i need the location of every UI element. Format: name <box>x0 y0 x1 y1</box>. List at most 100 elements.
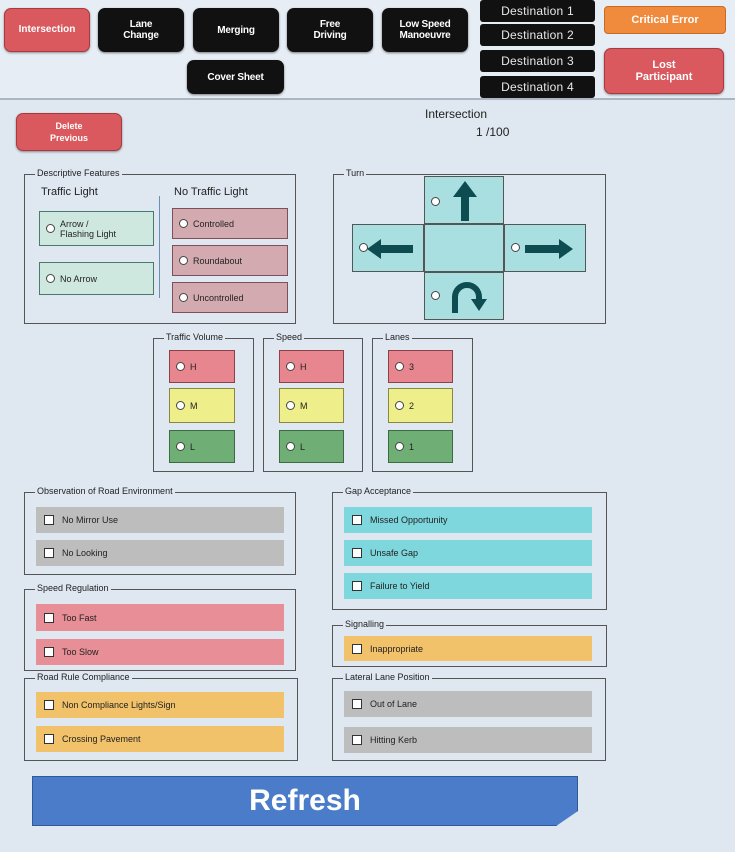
too-slow-checkbox-row[interactable]: Too Slow <box>36 639 284 665</box>
too-fast-checkbox[interactable] <box>44 612 54 623</box>
crossing-pavement-checkbox-row[interactable]: Crossing Pavement <box>36 726 284 752</box>
lanes-group: Lanes <box>372 332 473 472</box>
turn-title: Turn <box>344 168 367 178</box>
crossing-pavement-checkbox[interactable] <box>44 734 54 744</box>
roundabout-option[interactable]: Roundabout <box>172 245 288 276</box>
unsafe-gap-checkbox-row[interactable]: Unsafe Gap <box>344 540 592 566</box>
low-speed-manoeuvre-tab-button[interactable]: Low Speed Manoeuvre <box>382 8 468 52</box>
delete-previous-button[interactable]: Delete Previous <box>16 113 122 151</box>
lanes-2-label: 2 <box>409 400 415 411</box>
speed-h-option[interactable]: H <box>279 350 344 383</box>
speed-l-option[interactable]: L <box>279 430 344 463</box>
uncontrolled-option[interactable]: Uncontrolled <box>172 282 288 313</box>
speed-h-radio[interactable] <box>286 362 295 371</box>
destination-3-button[interactable]: Destination 3 <box>480 50 595 72</box>
traffic-volume-title: Traffic Volume <box>164 332 226 342</box>
turn-up-radio[interactable] <box>431 197 440 206</box>
cover-sheet-button[interactable]: Cover Sheet <box>187 60 284 94</box>
uncontrolled-radio[interactable] <box>179 293 188 302</box>
hitting-kerb-checkbox[interactable] <box>352 735 362 745</box>
u-turn-icon <box>452 282 487 313</box>
inappropriate-checkbox[interactable] <box>352 643 362 654</box>
traffic-volume-h-label: H <box>190 361 197 372</box>
merging-tab-label: Merging <box>217 24 255 36</box>
non-compliance-checkbox-row[interactable]: Non Compliance Lights/Sign <box>36 692 284 718</box>
roundabout-radio[interactable] <box>179 256 188 265</box>
lanes-1-option[interactable]: 1 <box>388 430 453 463</box>
lateral-lane-position-title: Lateral Lane Position <box>343 672 432 682</box>
no-arrow-radio[interactable] <box>46 274 55 283</box>
destination-4-button[interactable]: Destination 4 <box>480 76 595 98</box>
lateral-lane-position-group: Lateral Lane Position <box>332 672 606 761</box>
missed-opportunity-checkbox-row[interactable]: Missed Opportunity <box>344 507 592 533</box>
arrow-flashing-light-option[interactable]: Arrow / Flashing Light <box>39 211 154 246</box>
too-fast-checkbox-row[interactable]: Too Fast <box>36 604 284 631</box>
turn-left-radio[interactable] <box>359 243 368 252</box>
no-mirror-use-checkbox-row[interactable]: No Mirror Use <box>36 507 284 533</box>
lanes-3-radio[interactable] <box>395 362 404 371</box>
arrow-flashing-light-radio[interactable] <box>46 224 55 233</box>
speed-l-radio[interactable] <box>286 442 295 451</box>
no-mirror-use-checkbox[interactable] <box>44 515 54 525</box>
turn-right-radio[interactable] <box>511 243 520 252</box>
failure-to-yield-checkbox-row[interactable]: Failure to Yield <box>344 573 592 599</box>
no-looking-checkbox[interactable] <box>44 548 54 558</box>
out-of-lane-label: Out of Lane <box>370 699 418 709</box>
speed-h-label: H <box>300 361 307 372</box>
controlled-option[interactable]: Controlled <box>172 208 288 239</box>
turn-right-cell[interactable] <box>504 224 586 272</box>
critical-error-button[interactable]: Critical Error <box>604 6 726 34</box>
lanes-1-radio[interactable] <box>395 442 404 451</box>
u-turn-cell[interactable] <box>424 272 504 320</box>
no-traffic-light-heading: No Traffic Light <box>174 186 248 198</box>
merging-tab-button[interactable]: Merging <box>193 8 279 52</box>
traffic-volume-l-option[interactable]: L <box>169 430 235 463</box>
lanes-2-radio[interactable] <box>395 401 404 410</box>
record-counter: 1 /100 <box>476 125 510 139</box>
traffic-volume-l-radio[interactable] <box>176 442 185 451</box>
destination-2-label: Destination 2 <box>501 28 574 42</box>
refresh-button[interactable]: Refresh <box>32 776 578 826</box>
u-turn-radio[interactable] <box>431 291 440 300</box>
no-mirror-use-label: No Mirror Use <box>62 515 119 525</box>
descriptive-features-group: Descriptive Features <box>24 168 296 324</box>
signalling-title: Signalling <box>343 619 387 629</box>
no-arrow-option[interactable]: No Arrow <box>39 262 154 295</box>
destination-3-label: Destination 3 <box>501 54 574 68</box>
controlled-label: Controlled <box>193 218 235 229</box>
hitting-kerb-checkbox-row[interactable]: Hitting Kerb <box>344 727 592 753</box>
free-driving-tab-button[interactable]: Free Driving <box>287 8 373 52</box>
turn-up-cell[interactable] <box>424 176 504 224</box>
signalling-group: Signalling <box>332 619 607 667</box>
speed-m-radio[interactable] <box>286 401 295 410</box>
no-looking-checkbox-row[interactable]: No Looking <box>36 540 284 566</box>
lanes-3-option[interactable]: 3 <box>388 350 453 383</box>
no-arrow-label: No Arrow <box>60 273 98 284</box>
traffic-volume-m-radio[interactable] <box>176 401 185 410</box>
turn-left-cell[interactable] <box>352 224 424 272</box>
uncontrolled-label: Uncontrolled <box>193 292 244 303</box>
failure-to-yield-label: Failure to Yield <box>370 581 430 591</box>
out-of-lane-checkbox-row[interactable]: Out of Lane <box>344 691 592 717</box>
lane-change-tab-button[interactable]: Lane Change <box>98 8 184 52</box>
traffic-volume-h-option[interactable]: H <box>169 350 235 383</box>
inappropriate-checkbox-row[interactable]: Inappropriate <box>344 636 592 661</box>
too-slow-checkbox[interactable] <box>44 647 54 657</box>
lost-participant-button[interactable]: Lost Participant <box>604 48 724 94</box>
traffic-light-heading: Traffic Light <box>41 186 98 198</box>
missed-opportunity-checkbox[interactable] <box>352 515 362 525</box>
unsafe-gap-label: Unsafe Gap <box>370 548 419 558</box>
out-of-lane-checkbox[interactable] <box>352 699 362 709</box>
destination-1-button[interactable]: Destination 1 <box>480 0 595 22</box>
lanes-2-option[interactable]: 2 <box>388 388 453 423</box>
non-compliance-checkbox[interactable] <box>44 700 54 710</box>
intersection-tab-button[interactable]: Intersection <box>4 8 90 52</box>
unsafe-gap-checkbox[interactable] <box>352 548 362 558</box>
failure-to-yield-checkbox[interactable] <box>352 581 362 591</box>
speed-regulation-group: Speed Regulation <box>24 583 296 671</box>
traffic-volume-h-radio[interactable] <box>176 362 185 371</box>
traffic-volume-m-option[interactable]: M <box>169 388 235 423</box>
speed-m-option[interactable]: M <box>279 388 344 423</box>
destination-2-button[interactable]: Destination 2 <box>480 24 595 46</box>
controlled-radio[interactable] <box>179 219 188 228</box>
